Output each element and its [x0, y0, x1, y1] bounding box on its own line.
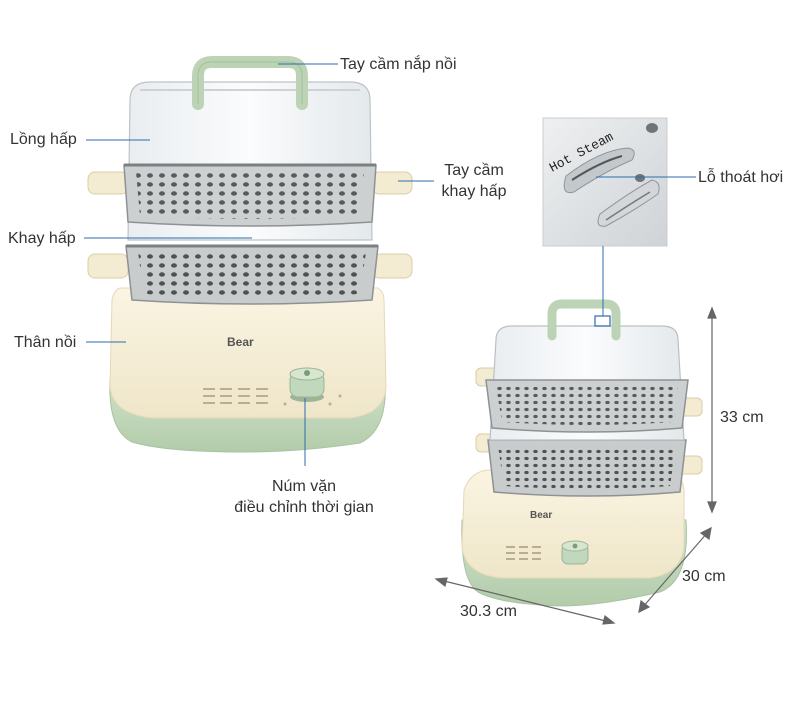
leader-lines — [84, 63, 696, 466]
control-markings — [203, 388, 342, 406]
label-knob: Núm vặn điều chỉnh thời gian — [222, 476, 386, 518]
dimension-height: 33 cm — [720, 409, 764, 426]
small-brand-logo: Bear — [530, 510, 552, 521]
width-arrow — [439, 579, 611, 623]
dimension-arrows — [434, 306, 717, 625]
depth-arrow — [641, 531, 709, 609]
label-lid-handle: Tay cầm nắp nồi — [340, 56, 457, 73]
main-steamer: Bear — [87, 56, 413, 453]
main-body — [109, 287, 387, 419]
steam-vent-inset: Hot Steam — [542, 117, 668, 247]
small-lid-handle — [547, 299, 621, 341]
dimension-depth: 30 cm — [682, 568, 726, 585]
label-steam-cage: Lồng hấp — [10, 131, 77, 148]
label-steam-vent: Lỗ thoát hơi — [698, 169, 784, 186]
upper-tray-handle-right — [371, 171, 413, 195]
lower-tray-handle-left — [87, 253, 129, 279]
label-tray-handle: Tay cầm khay hấp — [436, 160, 512, 202]
main-brand-logo: Bear — [227, 335, 254, 349]
label-knob-line2: điều chỉnh thời gian — [234, 499, 374, 516]
small-body — [461, 469, 685, 579]
label-tray-handle-line2: khay hấp — [441, 183, 507, 200]
steam-vent-marker — [594, 315, 611, 327]
small-timer-knob — [561, 540, 589, 565]
timer-knob — [289, 367, 325, 402]
label-body: Thân nồi — [14, 334, 77, 351]
label-tray-handle-line1: Tay cầm — [444, 162, 504, 179]
label-steam-tray: Khay hấp — [8, 230, 76, 247]
small-steamer: Bear — [461, 299, 703, 607]
small-control-markings — [506, 546, 541, 560]
label-knob-line1: Núm vặn — [271, 478, 337, 495]
upper-tray-handle-left — [87, 171, 129, 195]
lower-tray-handle-right — [371, 253, 413, 279]
dimension-width: 30.3 cm — [460, 603, 517, 620]
